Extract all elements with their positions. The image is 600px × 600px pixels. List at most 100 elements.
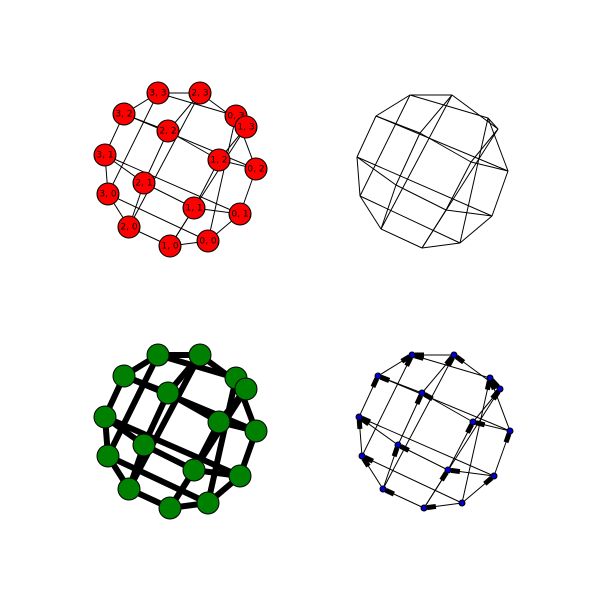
- graph-edge: [356, 156, 493, 217]
- edge-arrowhead: [454, 354, 466, 365]
- graph-edge: [105, 353, 161, 458]
- graph-node-label: (3, 0): [96, 190, 120, 200]
- panel-directed-grid-graph: [355, 351, 514, 512]
- graph-edge: [421, 128, 499, 249]
- graph-edge: [167, 387, 249, 510]
- graph-edge: [459, 215, 493, 244]
- graph-edge: [169, 126, 247, 247]
- edge-arrowhead: [503, 432, 512, 444]
- graph-node-3-3: [146, 81, 170, 105]
- graph-edge: [123, 113, 257, 170]
- graph-node-3-0: [96, 444, 120, 468]
- graph-node-0-1: [490, 472, 498, 480]
- graph-edge: [126, 353, 203, 491]
- graph-edge: [411, 354, 491, 379]
- graph-edge: [382, 354, 455, 490]
- edge-arrowhead: [379, 374, 391, 383]
- graph-edge: [361, 455, 463, 504]
- graph-node-1-2: [207, 148, 231, 172]
- graph-edge: [157, 92, 237, 117]
- graph-node-3-1: [93, 143, 117, 167]
- graph-node-label: (0, 2): [244, 165, 268, 175]
- edge-arrowhead: [384, 487, 395, 497]
- graph-edge: [380, 184, 397, 230]
- edge-arrowhead: [450, 467, 461, 475]
- graph-node-3-0: [358, 452, 366, 460]
- edge-arrowhead: [446, 356, 455, 367]
- graph-edge: [359, 94, 411, 197]
- graph-edge: [409, 94, 489, 119]
- panel-thick-edges-grid-graph: [93, 343, 268, 520]
- graph-node-2-3: [450, 351, 458, 359]
- graph-node-1-2: [207, 410, 231, 434]
- graph-edge: [359, 195, 461, 244]
- edge-arrowhead: [483, 476, 494, 486]
- graph-node-1-0: [158, 234, 182, 258]
- graph-node-0-0: [458, 499, 466, 507]
- graph-node-2-1: [394, 441, 402, 449]
- graph-node-label: (3, 1): [93, 151, 117, 161]
- edge-arrowhead: [491, 390, 501, 401]
- graph-node-1-3: [234, 115, 258, 139]
- graph-node-2-3: [188, 343, 212, 367]
- graph-node-0-1: [228, 464, 252, 488]
- graph-edge: [356, 156, 397, 186]
- graph-node-0-2: [244, 157, 268, 181]
- graph-edge: [205, 377, 239, 504]
- graph-node-label: (1, 1): [182, 204, 206, 214]
- graph-node-2-0: [117, 477, 141, 501]
- graph-node-1-1: [182, 458, 206, 482]
- graph-edge: [207, 115, 237, 242]
- graph-node-3-2: [374, 372, 382, 380]
- graph-node-1-3: [234, 377, 258, 401]
- graph-edge: [106, 453, 210, 506]
- graph-node-3-2: [112, 102, 136, 126]
- graph-edge: [107, 92, 159, 195]
- graph-node-1-0: [420, 504, 428, 512]
- graph-edge: [356, 115, 377, 158]
- graph-node-2-1: [132, 171, 156, 195]
- graph-edge: [377, 375, 511, 432]
- graph-node-label: (2, 3): [188, 89, 212, 99]
- graph-node-2-0: [379, 485, 387, 493]
- graph-node-0-0: [196, 229, 220, 253]
- edge-arrowhead: [391, 447, 400, 458]
- graph-node-3-3: [408, 351, 416, 359]
- graph-edge: [107, 193, 209, 242]
- graph-edge: [445, 161, 472, 211]
- graph-edge: [361, 354, 413, 457]
- graph-edge: [380, 94, 453, 230]
- graph-node-label: (2, 1): [132, 179, 156, 189]
- graph-node-1-0: [158, 496, 182, 520]
- edge-arrowhead: [465, 423, 474, 434]
- graph-node-1-3: [496, 385, 504, 393]
- graph-edge: [395, 184, 447, 211]
- panel-edges-only-grid-graph: [356, 94, 509, 249]
- graph-node-3-3: [146, 343, 170, 367]
- edge-arrowhead: [404, 356, 413, 367]
- edge-arrowhead: [490, 378, 500, 389]
- graph-node-0-2: [506, 427, 514, 435]
- graph-node-label: (0, 0): [196, 237, 220, 247]
- edge-arrowhead: [370, 377, 380, 388]
- graph-edge: [423, 388, 501, 509]
- graph-node-3-0: [96, 182, 120, 206]
- graph-node-3-1: [355, 413, 363, 421]
- graph-node-label: (3, 3): [146, 89, 170, 99]
- graph-edge: [421, 242, 461, 249]
- graph-node-label: (2, 0): [117, 223, 141, 233]
- edge-arrowhead: [356, 419, 363, 430]
- graph-node-2-2: [156, 119, 180, 143]
- graph-edge: [358, 416, 495, 477]
- graph-edge: [380, 228, 423, 249]
- graph-node-label: (0, 3): [224, 112, 248, 122]
- graph-edge: [359, 195, 382, 230]
- edge-arrowhead: [484, 380, 492, 391]
- edge-arrowhead: [363, 455, 374, 464]
- graph-node-2-2: [156, 381, 180, 405]
- graph-node-1-2: [469, 418, 477, 426]
- graph-node-1-1: [444, 466, 452, 474]
- edge-arrowhead: [426, 503, 437, 511]
- graph-node-label: (1, 3): [234, 123, 258, 133]
- graph-node-0-3: [486, 374, 494, 382]
